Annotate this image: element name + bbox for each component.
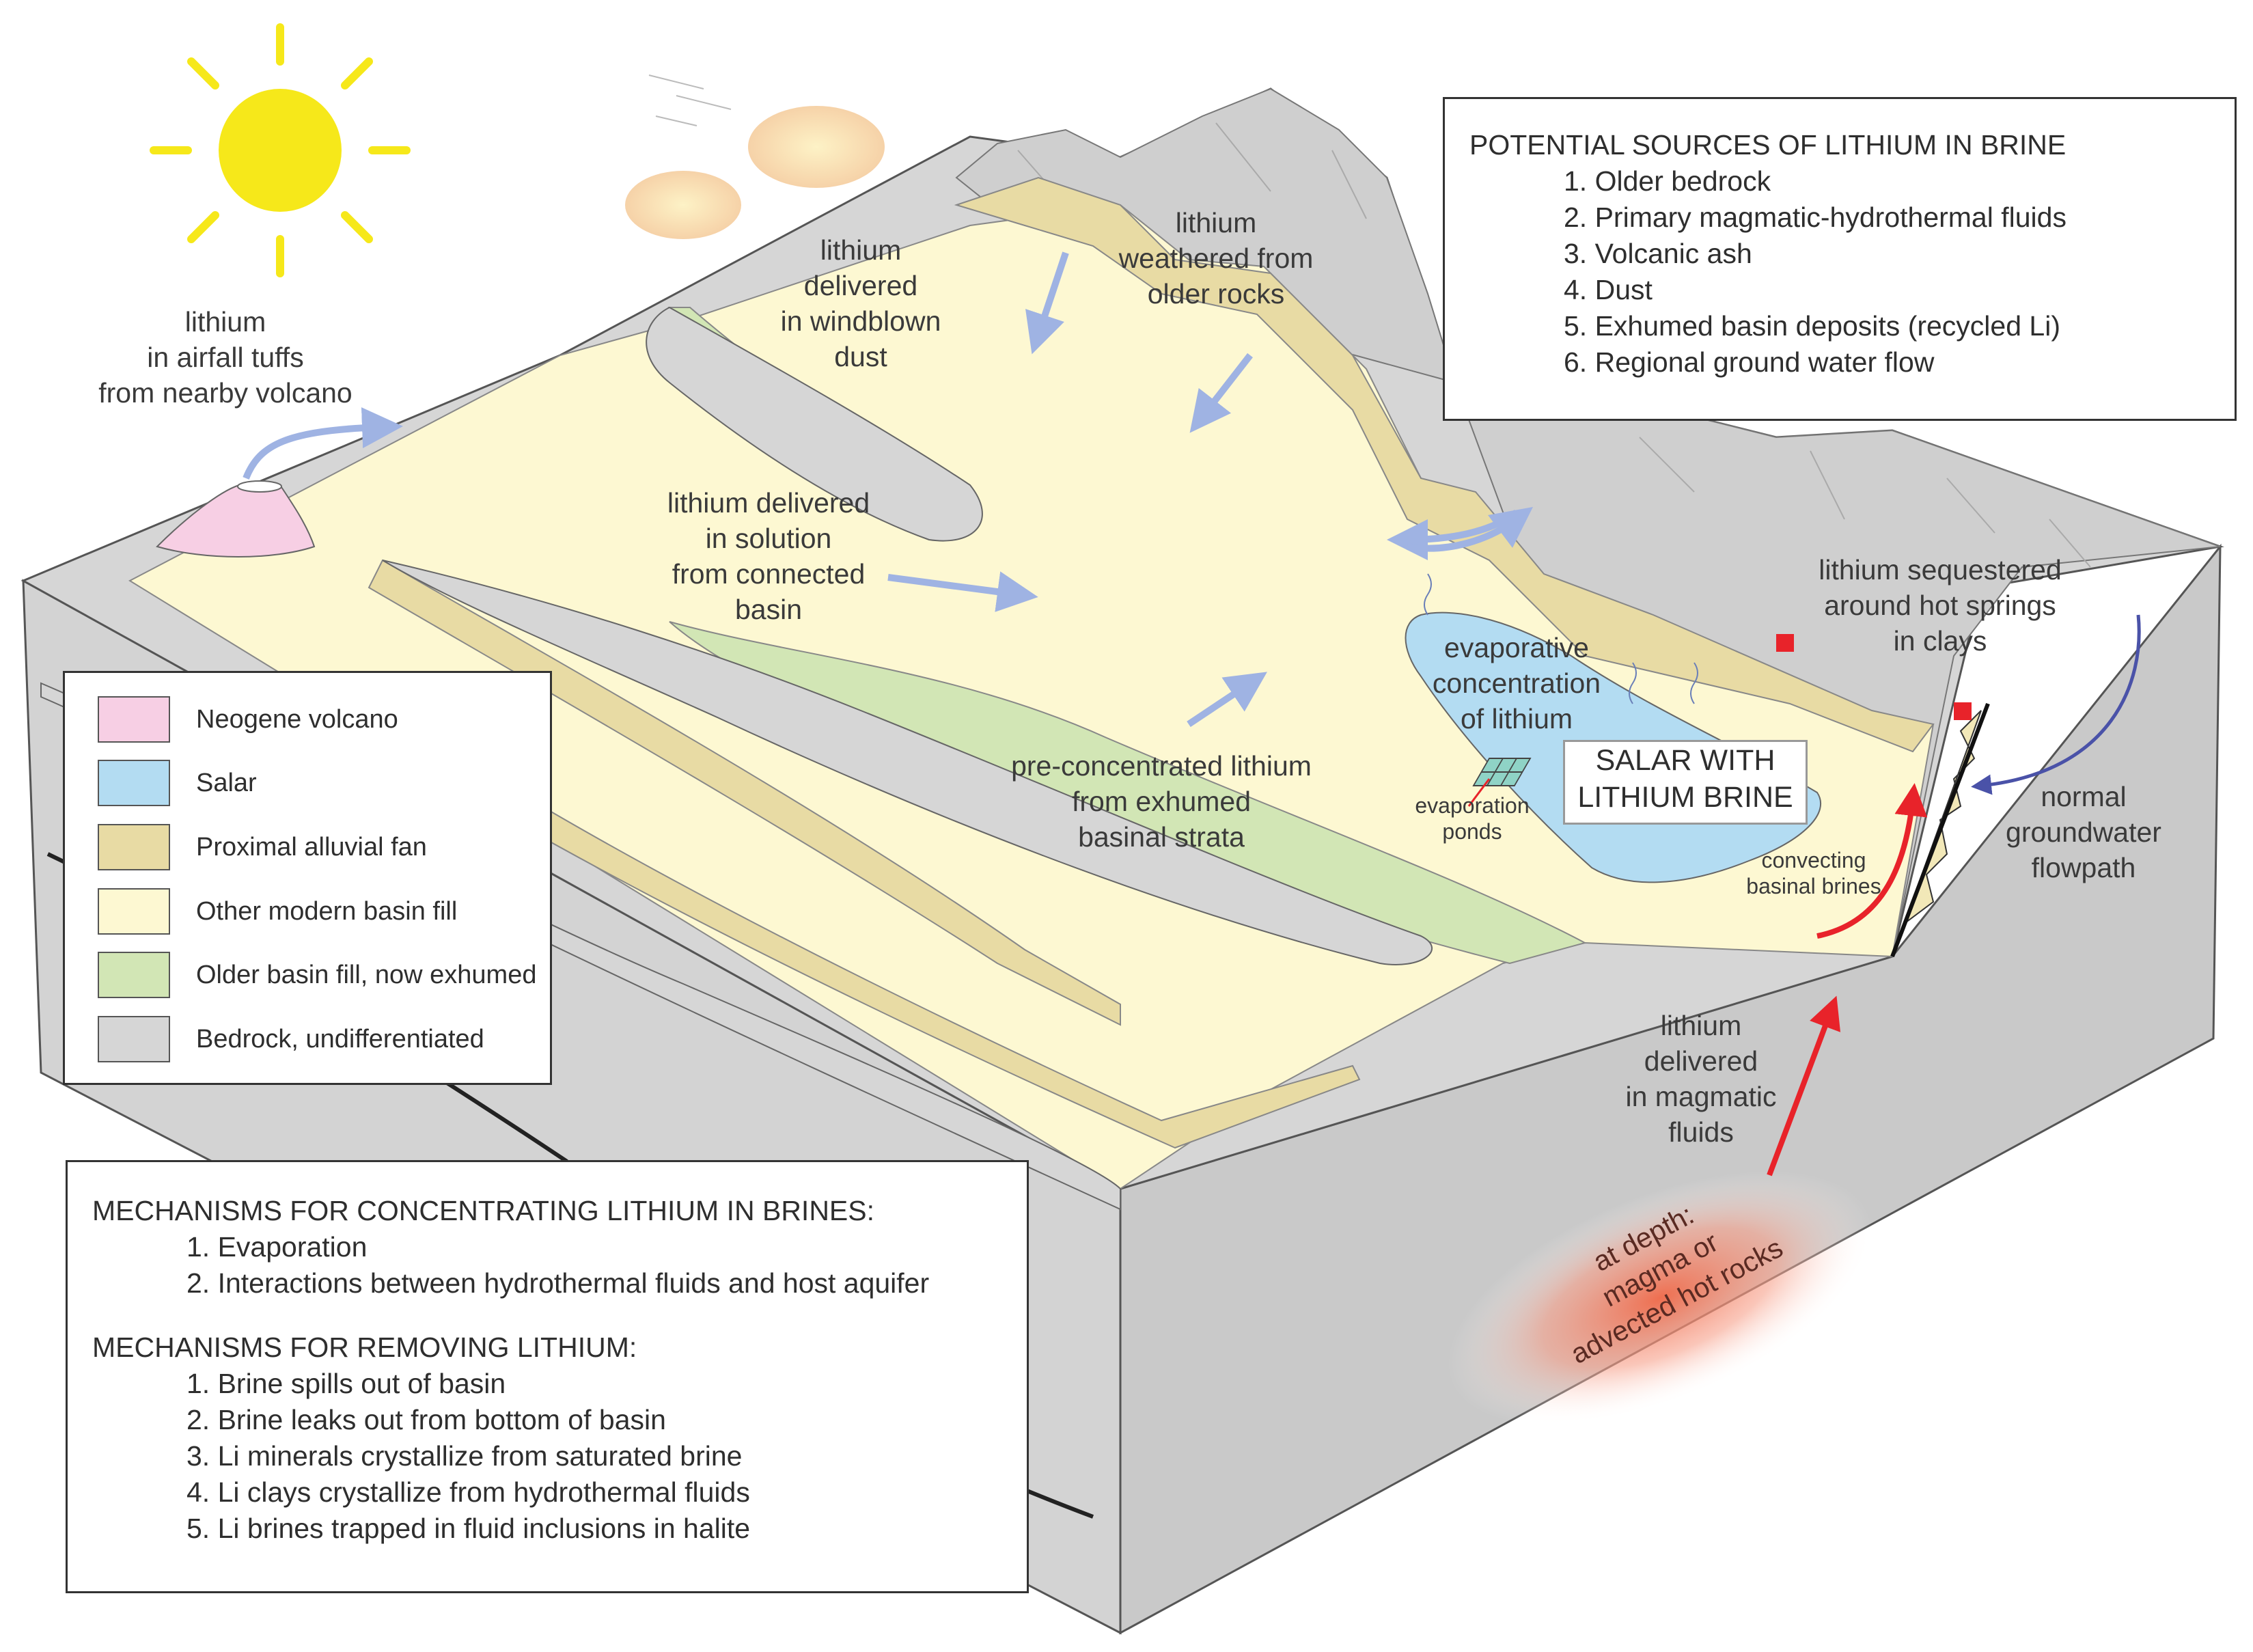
label-convecting-brines: convecting basinal brines bbox=[1746, 848, 1881, 898]
source-item: 1. Older bedrock bbox=[1564, 165, 1771, 197]
red-flow-arrows bbox=[1767, 783, 1928, 1176]
hot-spring-marker bbox=[1776, 634, 1794, 652]
salar-label-line: LITHIUM BRINE bbox=[1577, 781, 1793, 814]
concentrating-item: 1. Evaporation bbox=[186, 1231, 368, 1263]
concentrating-item: 2. Interactions between hydrothermal flu… bbox=[186, 1267, 930, 1299]
legend-box: Neogene volcano Salar Proximal alluvial … bbox=[63, 671, 552, 1085]
source-item: 2. Primary magmatic-hydrothermal fluids bbox=[1564, 202, 2067, 233]
removing-item: 2. Brine leaks out from bottom of basin bbox=[186, 1404, 666, 1435]
removing-item: 4. Li clays crystallize from hydrotherma… bbox=[186, 1476, 750, 1508]
legend-swatch bbox=[98, 952, 170, 998]
salar-label-line: SALAR WITH bbox=[1595, 744, 1775, 777]
hot-spring-marker bbox=[1954, 702, 1972, 720]
label-weathered-rocks: lithium weathered from older rocks bbox=[1118, 207, 1314, 309]
label-preconcentrated: pre-concentrated lithium from exhumed ba… bbox=[1011, 750, 1312, 853]
legend-label: Proximal alluvial fan bbox=[196, 833, 427, 862]
removing-item: 5. Li brines trapped in fluid inclusions… bbox=[186, 1513, 751, 1544]
source-item: 4. Dust bbox=[1564, 274, 1653, 305]
evaporation-squiggles bbox=[1424, 573, 1698, 704]
legend-swatch bbox=[98, 696, 170, 743]
legend-label: Neogene volcano bbox=[196, 705, 398, 734]
label-airfall-tuffs: lithium in airfall tuffs from nearby vol… bbox=[98, 306, 353, 409]
removing-title: MECHANISMS FOR REMOVING LITHIUM: bbox=[92, 1332, 637, 1363]
source-item: 5. Exhumed basin deposits (recycled Li) bbox=[1564, 310, 2060, 342]
legend-label: Salar bbox=[196, 769, 257, 797]
label-windblown-dust: lithium delivered in windblown dust bbox=[780, 234, 941, 372]
salar-label-box: SALAR WITH LITHIUM BRINE bbox=[1563, 740, 1808, 825]
sources-title: POTENTIAL SOURCES OF LITHIUM IN BRINE bbox=[1469, 129, 2067, 161]
potential-sources-box: POTENTIAL SOURCES OF LITHIUM IN BRINE 1.… bbox=[1443, 97, 2237, 421]
label-connected-basin: lithium delivered in solution from conne… bbox=[667, 487, 870, 625]
label-magmatic-fluids: lithium delivered in magmatic fluids bbox=[1625, 1010, 1777, 1148]
removing-item: 3. Li minerals crystallize from saturate… bbox=[186, 1440, 743, 1472]
blue-flow-arrows bbox=[243, 251, 1534, 728]
label-evaporative: evaporative concentration of lithium bbox=[1432, 632, 1601, 734]
legend-label: Bedrock, undifferentiated bbox=[196, 1025, 484, 1054]
heat-source-glow bbox=[1447, 1170, 1873, 1426]
label-evaporation-ponds: evaporation ponds bbox=[1415, 793, 1530, 844]
removing-item: 1. Brine spills out of basin bbox=[186, 1368, 506, 1399]
label-hot-springs: lithium sequestered around hot springs i… bbox=[1819, 554, 2062, 657]
dust-cloud-icon bbox=[625, 74, 885, 239]
volcano bbox=[156, 480, 316, 557]
legend-swatch bbox=[98, 760, 170, 806]
sun-icon bbox=[150, 23, 411, 277]
mechanisms-box: MECHANISMS FOR CONCENTRATING LITHIUM IN … bbox=[66, 1160, 1029, 1593]
concentrating-title: MECHANISMS FOR CONCENTRATING LITHIUM IN … bbox=[92, 1195, 875, 1226]
legend-swatch bbox=[98, 824, 170, 870]
legend-swatch bbox=[98, 888, 170, 935]
legend-label: Other modern basin fill bbox=[196, 897, 458, 926]
legend-swatch bbox=[98, 1016, 170, 1062]
groundwater-arrow bbox=[1971, 614, 2141, 795]
label-groundwater-flowpath: normal groundwater flowpath bbox=[2006, 781, 2161, 883]
source-item: 3. Volcanic ash bbox=[1564, 238, 1752, 269]
legend-label: Older basin fill, now exhumed bbox=[196, 961, 537, 989]
evaporation-ponds bbox=[1472, 758, 1532, 786]
source-item: 6. Regional ground water flow bbox=[1564, 346, 1935, 378]
